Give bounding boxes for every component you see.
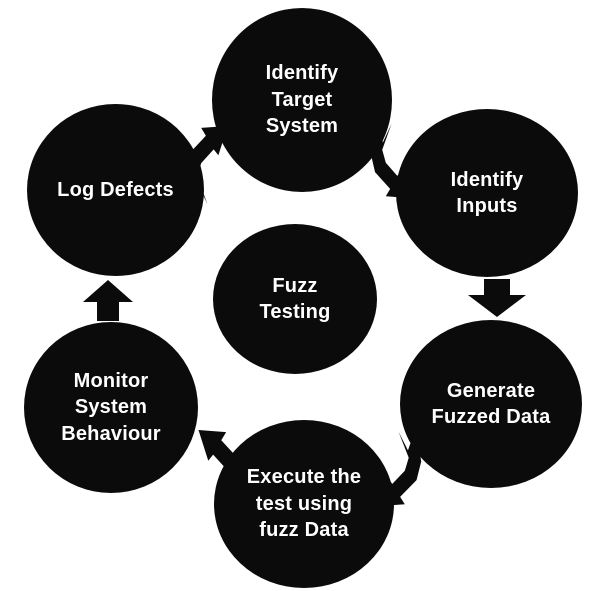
node-label-line: Log Defects — [57, 178, 174, 201]
node-label-line: Identify — [265, 62, 339, 85]
node-label-line: Monitor — [73, 369, 149, 392]
node-log-defects: Log Defects — [27, 104, 204, 276]
node-label-line: System — [74, 396, 148, 419]
node-label-line: Execute the — [246, 466, 362, 489]
flow-arrow-log-defects-to-target — [184, 125, 228, 208]
node-label-line: Testing — [259, 301, 331, 323]
node-label-line: test using — [255, 492, 353, 515]
node-fuzz-testing-center: Fuzz Testing — [213, 224, 377, 374]
flow-arrow-execute-to-monitor — [198, 430, 244, 516]
flow-arrow-inputs-to-generate — [468, 279, 526, 317]
flow-arrow-generate-to-execute — [378, 428, 422, 507]
node-label-line: Generate — [446, 379, 536, 402]
node-label-line: fuzz Data — [259, 519, 349, 542]
node-identify-target-system: Identify Target System — [212, 8, 392, 192]
node-identify-inputs: Identify Inputs — [396, 109, 578, 277]
node-label-line: System — [265, 115, 339, 138]
node-label-line: Fuzzed Data — [431, 406, 551, 428]
node-monitor-system-behaviour: Monitor System Behaviour — [24, 322, 198, 493]
node-label-line: Fuzz — [272, 274, 318, 297]
node-label-line: Target — [271, 88, 333, 111]
flow-arrow-monitor-to-log-defects — [83, 280, 133, 321]
node-execute-test-using-fuzz-data: Execute the test using fuzz Data — [214, 420, 394, 588]
node-label-line: Inputs — [456, 195, 518, 217]
node-label-line: Behaviour — [61, 422, 161, 445]
node-generate-fuzzed-data: Generate Fuzzed Data — [400, 320, 582, 488]
flow-arrow-target-to-inputs — [370, 120, 411, 199]
node-label-line: Identify — [450, 168, 524, 191]
